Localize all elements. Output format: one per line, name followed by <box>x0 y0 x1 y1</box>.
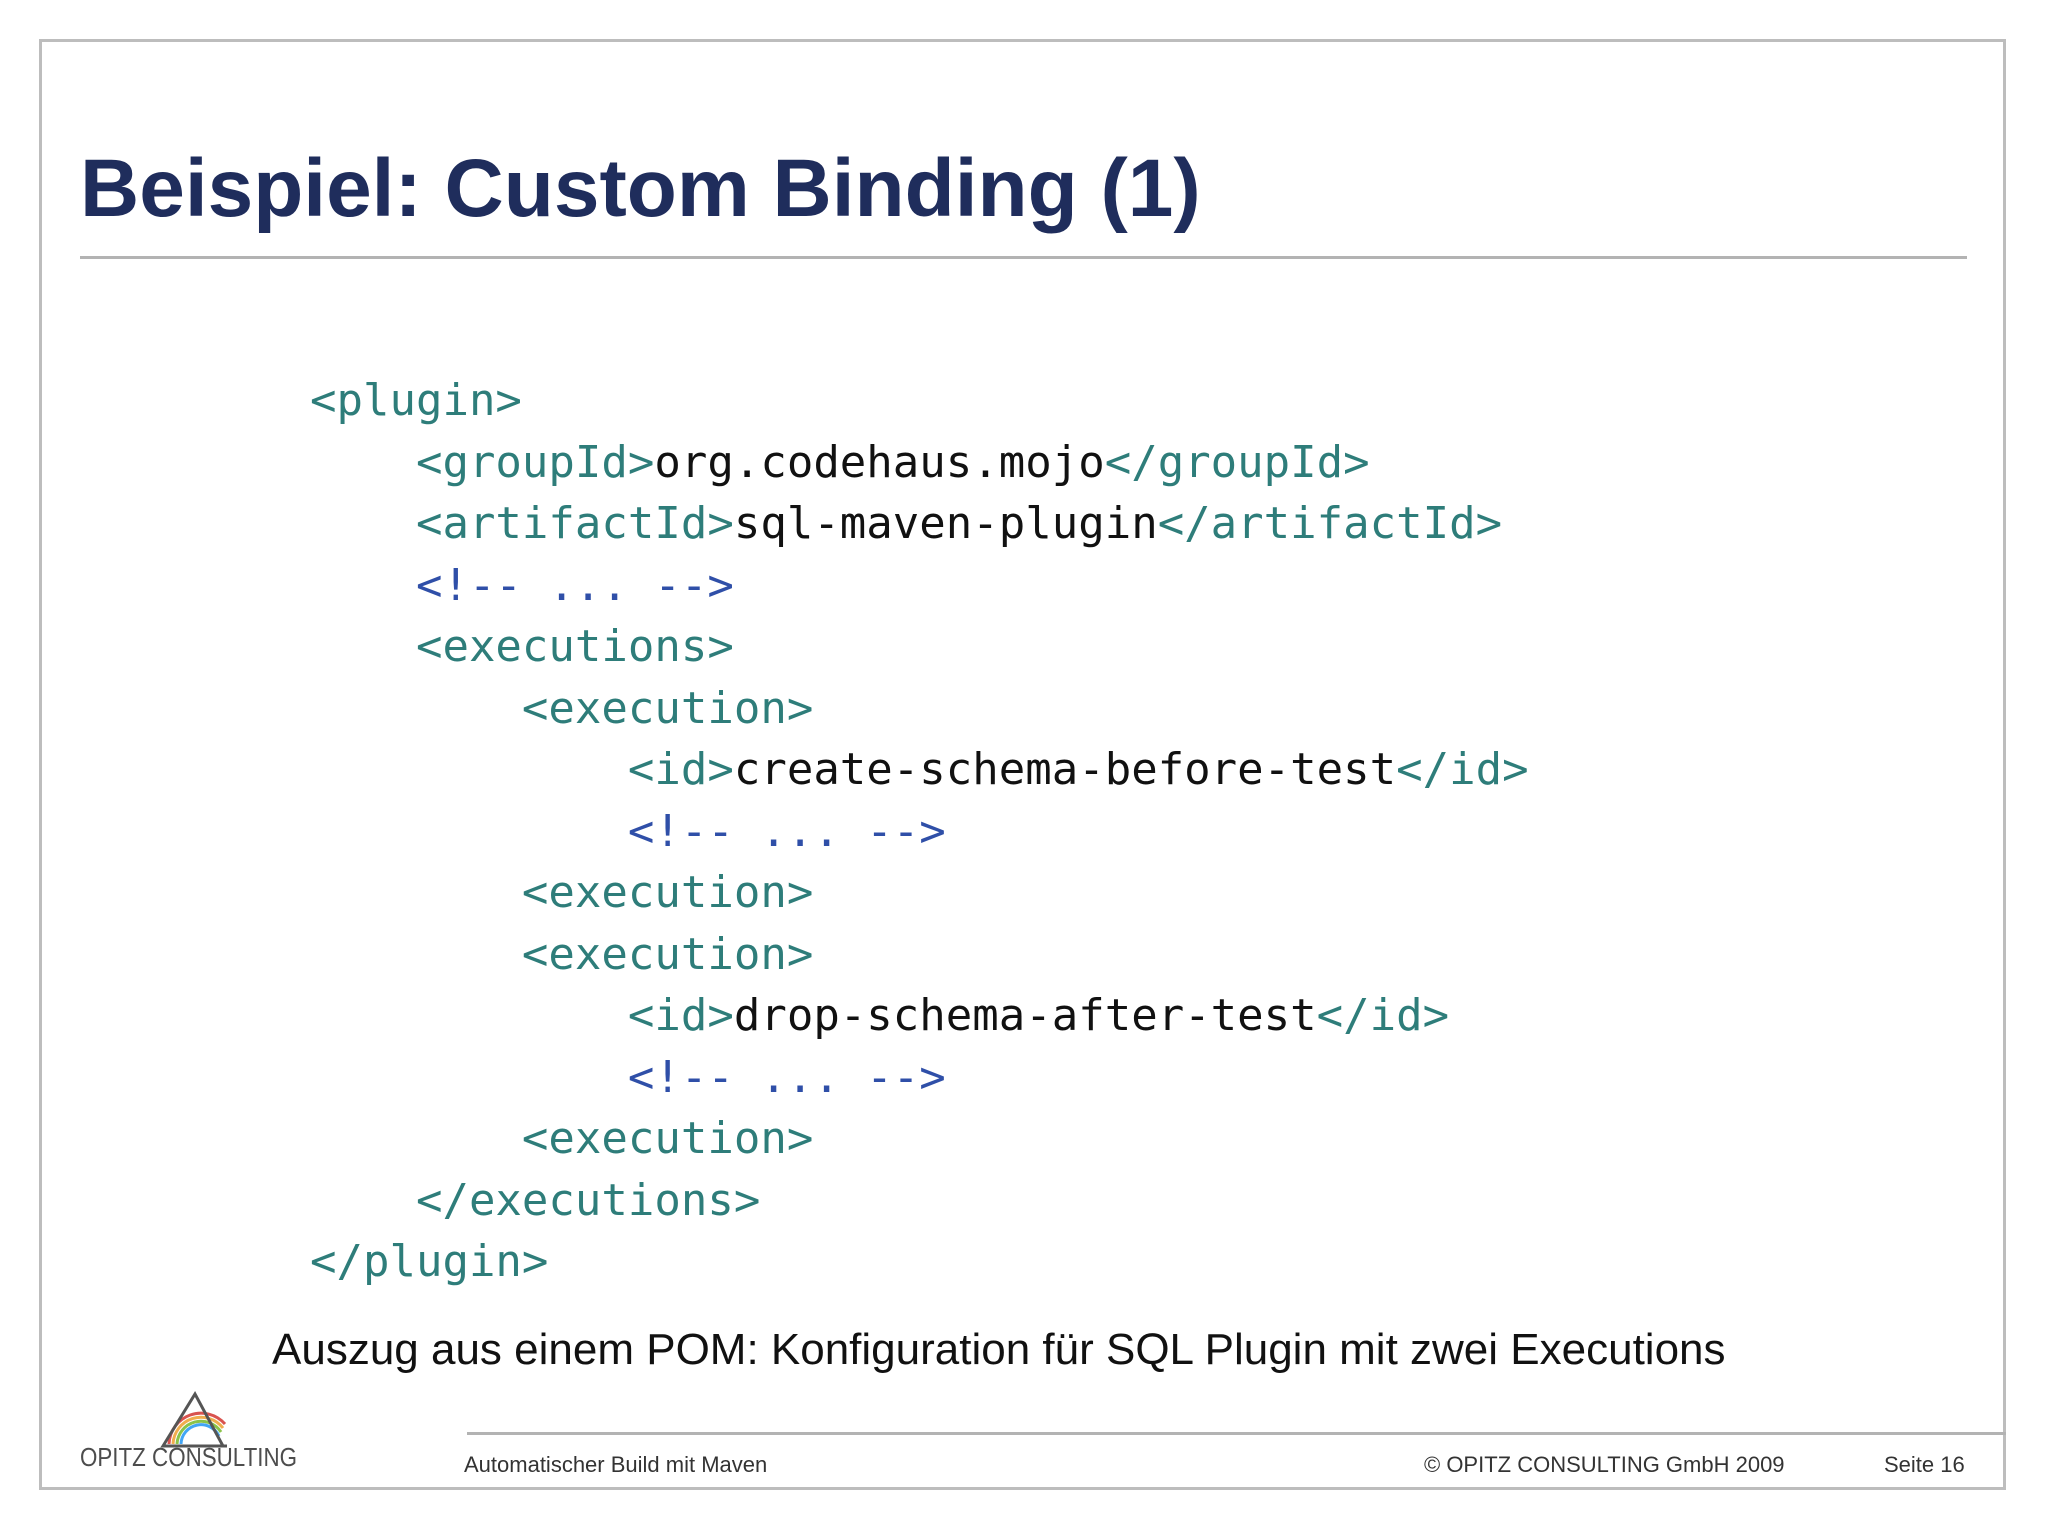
code-line: <!-- ... --> <box>310 555 1529 617</box>
code-line: </executions> <box>310 1170 1529 1232</box>
rainbow-triangle-icon <box>160 1390 227 1448</box>
code-comment: <!-- ... --> <box>310 1051 946 1103</box>
code-tag: </artifactId> <box>1157 498 1503 549</box>
logo-text: OPITZ CONSULTING <box>80 1442 297 1472</box>
code-tag: </executions> <box>310 1174 761 1226</box>
footer-presentation-title: Automatischer Build mit Maven <box>464 1452 768 1477</box>
code-tag: </id> <box>1396 744 1529 795</box>
code-value: org.codehaus.mojo <box>654 436 1105 488</box>
code-value: sql-maven-plugin <box>733 498 1158 549</box>
code-tag: <plugin> <box>310 375 522 426</box>
code-line: <executions> <box>310 616 1529 678</box>
slide-frame <box>39 39 2006 1490</box>
code-comment: <!-- ... --> <box>310 559 734 611</box>
footer-page-number: Seite 16 <box>1884 1452 1965 1477</box>
code-line: </plugin> <box>310 1231 1529 1293</box>
code-tag: <executions> <box>310 621 734 672</box>
code-value: create-schema-before-test <box>733 744 1397 795</box>
code-line: <!-- ... --> <box>310 1047 1529 1109</box>
code-tag: <id> <box>310 744 734 795</box>
code-tag: <execution> <box>310 1113 814 1164</box>
code-line: <plugin> <box>310 370 1529 432</box>
code-line: <artifactId>sql-maven-plugin</artifactId… <box>310 493 1529 555</box>
code-tag: </groupId> <box>1104 436 1370 488</box>
title-divider <box>80 256 1967 259</box>
code-tag: </id> <box>1316 990 1450 1041</box>
code-value: drop-schema-after-test <box>733 990 1317 1041</box>
slide-title: Beispiel: Custom Binding (1) <box>80 143 1201 234</box>
caption: Auszug aus einem POM: Konfiguration für … <box>272 1325 1726 1374</box>
code-tag: <id> <box>310 990 734 1041</box>
code-block: <plugin> <groupId>org.codehaus.mojo</gro… <box>310 370 1529 1293</box>
code-line: <!-- ... --> <box>310 801 1529 863</box>
code-tag: </plugin> <box>310 1236 549 1287</box>
company-logo: OPITZ CONSULTING <box>80 1390 305 1478</box>
code-line: <id>create-schema-before-test</id> <box>310 739 1529 801</box>
code-line: <execution> <box>310 862 1529 924</box>
code-line: <execution> <box>310 924 1529 986</box>
code-line: <groupId>org.codehaus.mojo</groupId> <box>310 432 1529 494</box>
code-tag: <execution> <box>310 867 814 918</box>
code-line: <execution> <box>310 1108 1529 1170</box>
footer-divider <box>467 1432 2006 1435</box>
code-line: <id>drop-schema-after-test</id> <box>310 985 1529 1047</box>
footer-copyright: © OPITZ CONSULTING GmbH 2009 <box>1424 1452 1785 1477</box>
code-tag: <execution> <box>310 928 814 980</box>
code-tag: <execution> <box>310 682 814 734</box>
code-tag: <groupId> <box>310 436 655 488</box>
code-tag: <artifactId> <box>310 498 734 549</box>
code-line: <execution> <box>310 678 1529 740</box>
code-comment: <!-- ... --> <box>310 805 946 857</box>
